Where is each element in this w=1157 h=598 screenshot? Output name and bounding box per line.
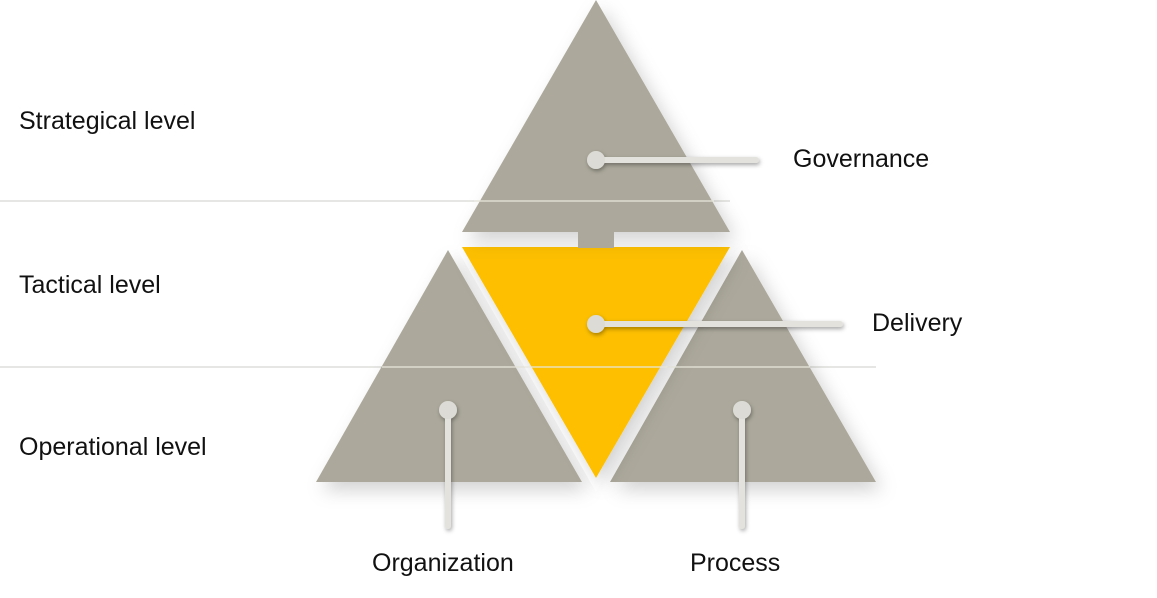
organization-connector (439, 401, 457, 529)
level-label-operational: Operational level (19, 433, 207, 461)
level-label-tactical: Tactical level (19, 271, 161, 299)
governance-connector (587, 151, 759, 169)
governance-stem (578, 230, 614, 248)
organization-triangle (316, 250, 582, 482)
node-label-governance: Governance (793, 145, 930, 173)
level-label-strategical: Strategical level (19, 107, 196, 135)
node-label-organization: Organization (372, 549, 514, 577)
node-label-process: Process (690, 549, 781, 577)
delivery-triangle (462, 247, 730, 478)
process-triangle (610, 250, 876, 482)
process-connector (733, 401, 751, 529)
governance-triangle (462, 0, 730, 232)
node-label-delivery: Delivery (872, 309, 963, 337)
delivery-connector (587, 315, 843, 333)
